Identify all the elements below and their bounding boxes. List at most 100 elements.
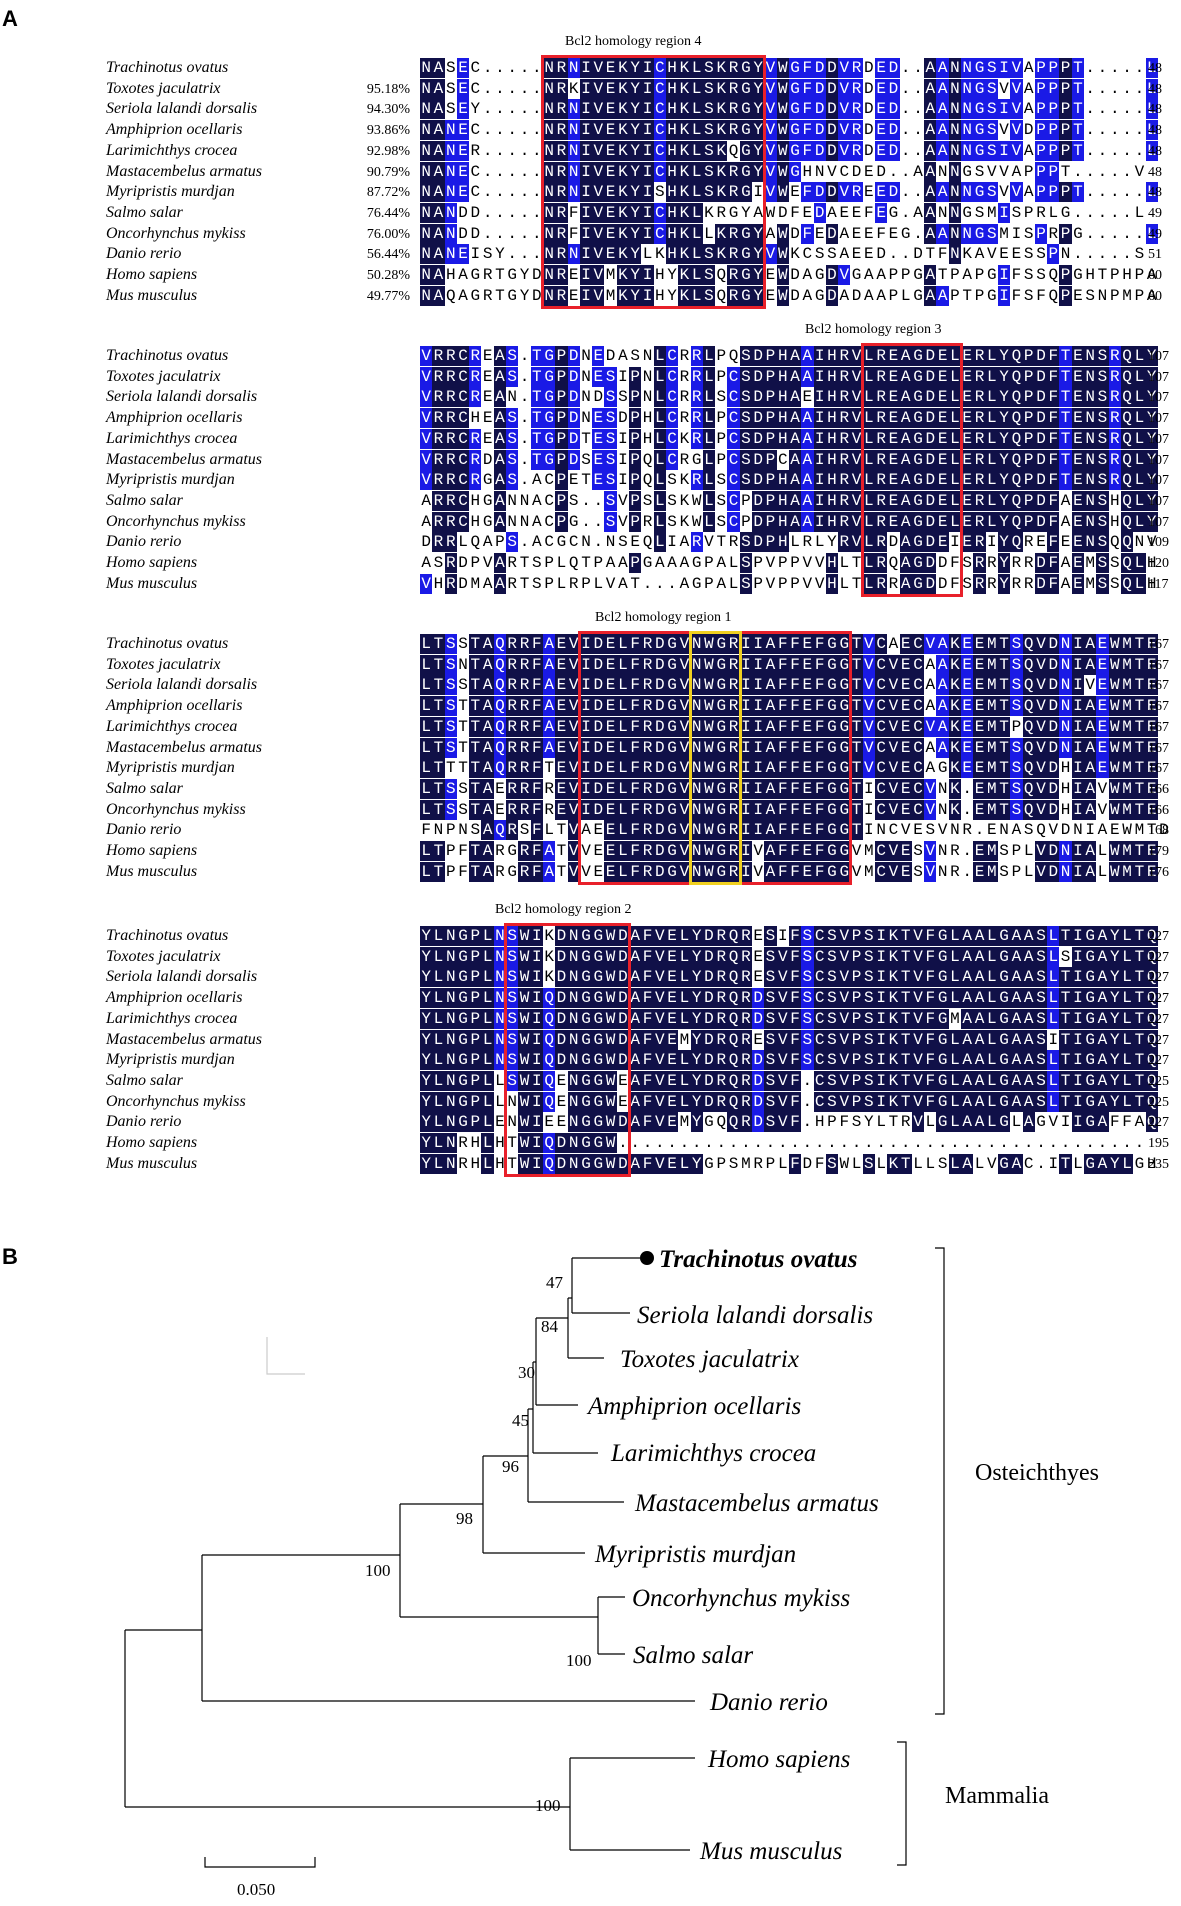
taxon-label: Trachinotus ovatus <box>659 1246 857 1273</box>
residue-position: 109 <box>1148 535 1169 551</box>
osteichthyes-bracket <box>935 1247 945 1715</box>
species-name: Danio rerio <box>106 1113 182 1131</box>
species-name: Seriola lalandi dorsalis <box>106 676 258 694</box>
species-name: Homo sapiens <box>106 842 198 859</box>
identity-percent: 92.98% <box>366 143 410 159</box>
species-name: Trachinotus ovatus <box>106 347 229 364</box>
residue-position: 107 <box>1148 431 1169 447</box>
species-name: Danio rerio <box>106 821 182 839</box>
region-title: Bcl2 homology region 4 <box>565 34 702 49</box>
species-name: Salmo salar <box>106 779 183 797</box>
homology-region-box <box>541 55 767 310</box>
species-name: Mus musculus <box>106 574 198 592</box>
species-name: Salmo salar <box>106 1071 183 1089</box>
species-name: Amphiprion ocellaris <box>106 409 243 427</box>
residue-position: 227 <box>1148 949 1169 965</box>
taxon-label: Amphiprion ocellaris <box>586 1393 801 1420</box>
residue-position: 48 <box>1148 123 1162 139</box>
species-name: Myripristis murdjan <box>106 471 235 489</box>
taxon-label: Toxotes jaculatrix <box>620 1346 799 1373</box>
identity-percent: 50.28% <box>366 268 410 283</box>
corner-mark <box>266 1337 305 1375</box>
residue-position: 107 <box>1148 452 1169 468</box>
species-name: Seriola lalandi dorsalis <box>106 388 258 406</box>
residue-position: 120 <box>1148 556 1169 571</box>
taxon-label: Salmo salar <box>633 1642 753 1669</box>
residue-position: 227 <box>1148 929 1169 944</box>
residue-position: 107 <box>1148 390 1169 406</box>
residue-position: 107 <box>1148 369 1169 385</box>
residue-position: 167 <box>1148 740 1169 756</box>
species-name: Toxotes jaculatrix <box>106 655 221 673</box>
identity-percent: 95.18% <box>366 81 410 97</box>
residue-position: 48 <box>1148 61 1162 76</box>
identity-percent: 49.77% <box>366 288 410 304</box>
homology-region-box <box>504 923 632 1178</box>
bootstrap-value: 96 <box>502 1457 519 1476</box>
species-name: Danio rerio <box>106 533 182 551</box>
residue-position: 107 <box>1148 349 1169 364</box>
residue-position: 195 <box>1148 1136 1169 1151</box>
species-name: Oncorhynchus mykiss <box>106 800 246 818</box>
bootstrap-value: 47 <box>546 1273 564 1292</box>
motif-box <box>688 631 742 886</box>
residue-position: 166 <box>1148 781 1169 797</box>
identity-percent: 90.79% <box>366 164 410 180</box>
species-name: Amphiprion ocellaris <box>106 989 243 1007</box>
residue-position: 107 <box>1148 493 1169 509</box>
taxon-label: Oncorhynchus mykiss <box>632 1585 850 1612</box>
alignment-block: Bcl2 homology region 4 Trachinotus ovatus… <box>0 34 1181 314</box>
species-name: Salmo salar <box>106 491 183 509</box>
residue-position: 227 <box>1148 1053 1169 1069</box>
residue-position: 167 <box>1148 637 1169 652</box>
residue-position: 167 <box>1148 657 1169 673</box>
residue-position: 48 <box>1148 164 1162 180</box>
species-name: Mastacembelus armatus <box>106 450 262 468</box>
group-label-mammalia: Mammalia <box>945 1783 1049 1809</box>
residue-position: 168 <box>1148 823 1169 839</box>
residue-position: 48 <box>1148 102 1162 118</box>
residue-position: 167 <box>1148 699 1169 715</box>
